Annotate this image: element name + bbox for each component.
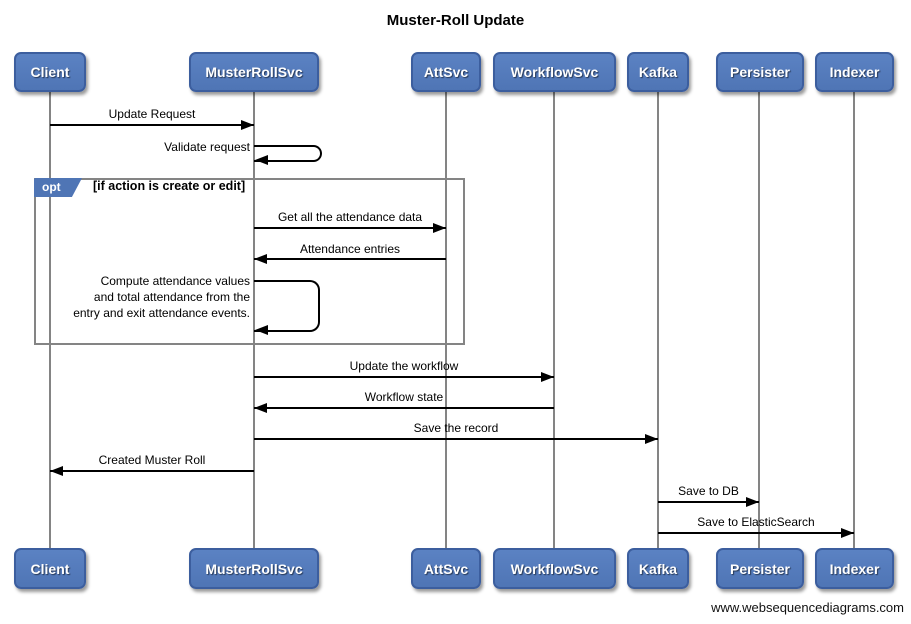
message-label-created-muster-roll: Created Muster Roll: [98, 453, 206, 467]
message-line: [50, 124, 254, 126]
actor-bottom-client: Client: [14, 548, 86, 589]
lifeline-indexer: [853, 92, 855, 549]
actor-top-kafka: Kafka: [627, 52, 689, 92]
arrowhead-right-icon: [541, 372, 554, 382]
actor-bottom-workflowsvc: WorkflowSvc: [493, 548, 616, 589]
message-label-line: Compute attendance values: [100, 274, 250, 288]
actor-bottom-kafka: Kafka: [627, 548, 689, 589]
arrowhead-right-icon: [433, 223, 446, 233]
message-line: [658, 532, 854, 534]
message-label-attendance-entries: Attendance entries: [299, 242, 401, 256]
message-label-save-record: Save the record: [413, 421, 499, 435]
actor-top-client: Client: [14, 52, 86, 92]
arrowhead-left-icon: [255, 155, 268, 165]
message-line: [254, 376, 554, 378]
watermark-url: www.websequencediagrams.com: [711, 600, 904, 615]
message-label-workflow-state: Workflow state: [364, 390, 444, 404]
message-label-get-attendance: Get all the attendance data: [277, 210, 423, 224]
actor-top-persister: Persister: [716, 52, 804, 92]
actor-top-musterrollsvc: MusterRollSvc: [189, 52, 319, 92]
message-label-validate-request: Validate request: [164, 140, 250, 154]
self-loop: [254, 280, 320, 332]
actor-bottom-attsvc: AttSvc: [411, 548, 481, 589]
lifeline-kafka: [657, 92, 659, 549]
actor-top-workflowsvc: WorkflowSvc: [493, 52, 616, 92]
message-line: [50, 470, 254, 472]
arrowhead-right-icon: [645, 434, 658, 444]
arrowhead-left-icon: [254, 254, 267, 264]
arrowhead-right-icon: [746, 497, 759, 507]
arrowhead-left-icon: [254, 403, 267, 413]
message-line: [658, 501, 759, 503]
message-label-line: and total attendance from the: [93, 290, 250, 304]
actor-top-indexer: Indexer: [815, 52, 894, 92]
self-loop: [254, 145, 322, 162]
lifeline-workflowsvc: [553, 92, 555, 549]
lifeline-persister: [758, 92, 760, 549]
lifeline-client: [49, 92, 51, 549]
arrowhead-right-icon: [241, 120, 254, 130]
opt-fragment-condition: [if action is create or edit]: [93, 179, 246, 193]
message-line: [254, 258, 446, 260]
message-label-line: entry and exit attendance events.: [73, 306, 250, 320]
actor-bottom-musterrollsvc: MusterRollSvc: [189, 548, 319, 589]
arrowhead-right-icon: [841, 528, 854, 538]
arrowhead-left-icon: [255, 325, 268, 335]
message-line: [254, 438, 658, 440]
message-label-update-workflow: Update the workflow: [349, 359, 459, 373]
opt-fragment: [34, 178, 465, 345]
message-label-save-to-elasticsearch: Save to ElasticSearch: [697, 515, 815, 529]
actor-bottom-persister: Persister: [716, 548, 804, 589]
diagram-title: Muster-Roll Update: [386, 12, 525, 29]
actor-bottom-indexer: Indexer: [815, 548, 894, 589]
lifeline-musterrollsvc: [253, 92, 255, 549]
lifeline-attsvc: [445, 92, 447, 549]
actor-top-attsvc: AttSvc: [411, 52, 481, 92]
opt-fragment-operator: opt: [34, 178, 82, 197]
arrowhead-left-icon: [50, 466, 63, 476]
message-label-compute-attendance: Compute attendance values and total atte…: [20, 273, 250, 321]
message-line: [254, 227, 446, 229]
message-line: [254, 407, 554, 409]
message-label-save-to-db: Save to DB: [678, 484, 739, 498]
message-label-update-request: Update Request: [108, 107, 196, 121]
